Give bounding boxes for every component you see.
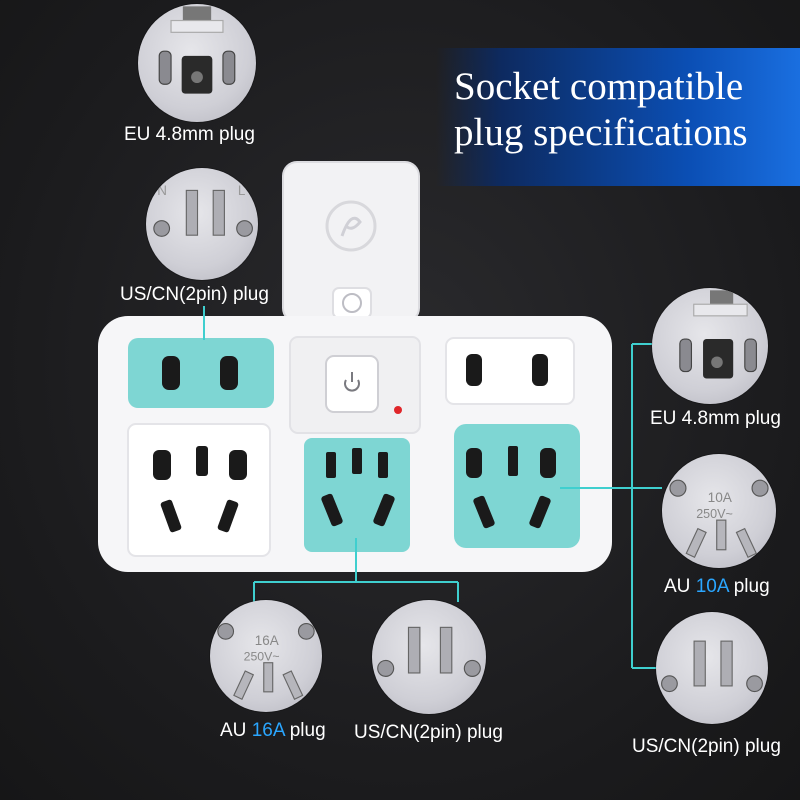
title-banner <box>436 48 800 186</box>
au16-voltage-marking: 250V~ <box>244 649 280 663</box>
label-us-right: US/CN(2pin) plug <box>632 736 781 757</box>
us-plug-thumbnail-left: N L <box>146 168 258 280</box>
label-us-left: US/CN(2pin) plug <box>120 284 269 305</box>
banner-title: Socket compatible plug specifications <box>454 64 748 156</box>
au-10a-rating: 10A <box>695 576 729 597</box>
banner-line-1: Socket compatible <box>454 65 744 108</box>
eu-plug-thumbnail-right <box>652 288 768 404</box>
brand-logo-icon <box>325 200 377 252</box>
teal-socket-right <box>454 424 580 548</box>
svg-text:N: N <box>157 183 167 198</box>
socket-left <box>127 423 271 557</box>
label-us-bottom: US/CN(2pin) plug <box>354 722 503 743</box>
svg-text:L: L <box>238 183 246 198</box>
teal-socket-top-left <box>128 338 274 408</box>
au10-voltage-marking: 250V~ <box>696 507 733 521</box>
au-16a-rating: 16A <box>251 720 285 741</box>
indicator-led <box>394 406 402 414</box>
au16-plug-thumbnail: 16A 250V~ <box>210 600 322 712</box>
au-10a-prefix: AU <box>664 576 696 597</box>
us-plug-thumbnail-bottom <box>372 600 486 714</box>
au10-rating-marking: 10A <box>708 490 733 505</box>
au16-rating-marking: 16A <box>255 633 279 648</box>
label-au-10a: AU 10A plug <box>664 576 770 598</box>
banner-line-2: plug specifications <box>454 111 748 154</box>
socket-top-right <box>445 337 575 405</box>
us-plug-thumbnail-right <box>656 612 768 724</box>
power-switch <box>325 355 379 413</box>
label-au-16a: AU 16A plug <box>220 720 326 742</box>
au-16a-suffix: plug <box>284 720 326 741</box>
label-eu-right: EU 4.8mm plug <box>650 408 781 429</box>
power-icon <box>344 372 360 392</box>
label-eu-top: EU 4.8mm plug <box>124 124 255 145</box>
au-10a-suffix: plug <box>728 576 770 597</box>
ccc-mark-icon <box>332 287 372 319</box>
au10-plug-thumbnail: 10A 250V~ <box>662 454 776 568</box>
connector-lines <box>203 306 662 669</box>
eu-plug-thumbnail-top <box>138 4 256 122</box>
au-16a-prefix: AU <box>220 720 252 741</box>
